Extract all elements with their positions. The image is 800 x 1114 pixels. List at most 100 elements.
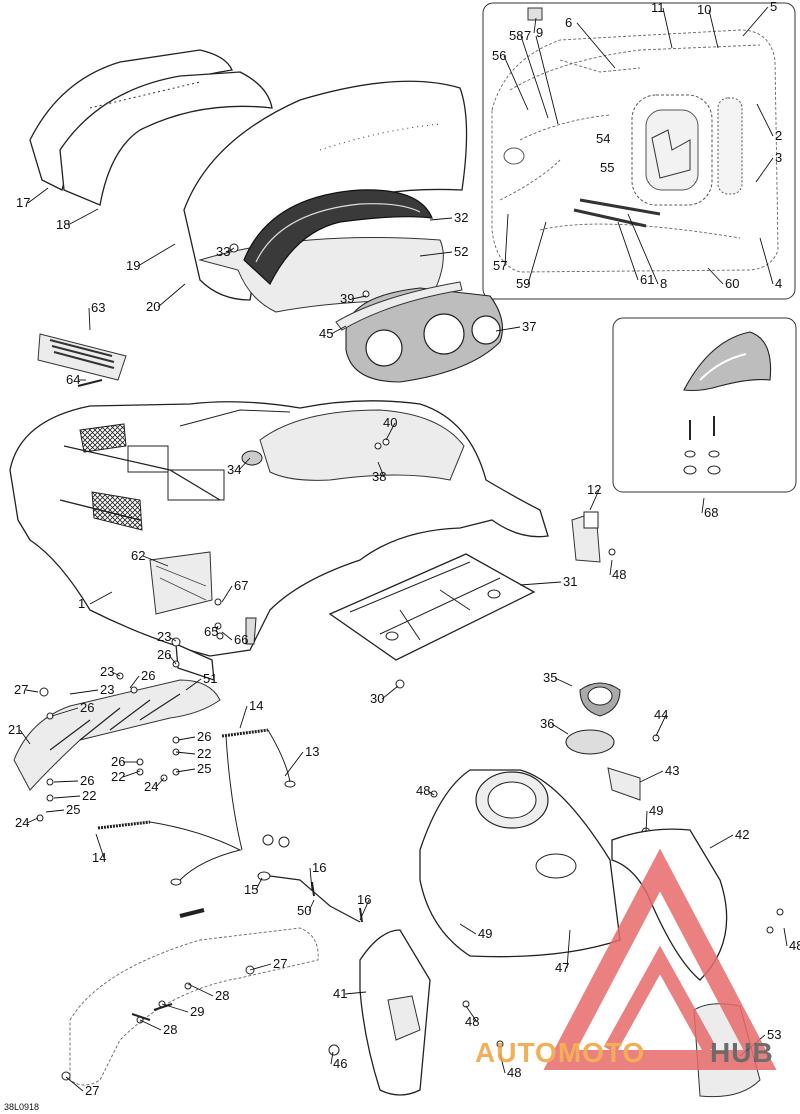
callout-number: 39 (340, 291, 354, 306)
callout-number: 67 (234, 578, 248, 593)
callout-number: 25 (197, 761, 211, 776)
callout-c24b: 24 (15, 815, 39, 830)
callout-number: 16 (357, 892, 371, 907)
callout-c25b: 25 (45, 802, 80, 817)
callout-c22a: 22 (175, 746, 211, 761)
callout-leader-line (249, 963, 272, 971)
callout-leader-line (701, 497, 705, 514)
callout-leader-line (535, 35, 559, 125)
callout-number: 21 (8, 722, 22, 737)
callout-c21: 21 (8, 722, 31, 745)
callout-number: 2 (775, 128, 782, 143)
callout-number: 46 (333, 1056, 347, 1071)
callout-number: 31 (563, 574, 577, 589)
callout-number: 53 (767, 1027, 781, 1042)
callout-number: 22 (111, 769, 125, 784)
callout-c23c: 23 (69, 682, 114, 697)
callout-leader-line (221, 585, 233, 603)
callout-leader-line (755, 157, 774, 183)
callout-number: 54 (596, 131, 610, 146)
callout-number: 36 (540, 716, 554, 731)
callout-number: 14 (92, 850, 106, 865)
callout-c48b: 48 (416, 783, 435, 798)
callout-c26e: 26 (111, 754, 138, 769)
callout-leader-line (589, 489, 600, 511)
callout-leader-line (221, 631, 233, 641)
callout-c36: 36 (540, 716, 569, 735)
callout-number: 42 (735, 827, 749, 842)
callout-leader-line (707, 267, 724, 285)
callout-number: 25 (66, 802, 80, 817)
callout-c27a: 27 (14, 682, 39, 697)
callout-c6: 6 (565, 15, 616, 69)
callout-c29: 29 (161, 1003, 204, 1019)
callout-c27c: 27 (65, 1076, 99, 1098)
callout-leader-line (51, 707, 79, 717)
callout-number: 45 (319, 326, 333, 341)
callout-number: 26 (80, 773, 94, 788)
callout-c5: 5 (742, 0, 777, 37)
callout-number: 66 (234, 632, 248, 647)
callout-c9: 9 (533, 17, 543, 40)
callout-leader-line (503, 55, 529, 111)
callout-c35: 35 (543, 670, 573, 687)
callout-number: 49 (649, 803, 663, 818)
callout-c55: 55 (600, 160, 614, 175)
callout-leader-line (429, 217, 453, 221)
callout-c48d: 48 (465, 1005, 479, 1029)
callout-number: 18 (56, 217, 70, 232)
callout-leader-line (137, 243, 176, 267)
callout-c46: 46 (330, 1051, 347, 1071)
callout-c16b: 16 (357, 892, 371, 921)
callout-leader-line (662, 7, 673, 49)
callout-leader-line (45, 809, 65, 813)
callout-number: 51 (203, 671, 217, 686)
callout-number: 59 (516, 276, 530, 291)
callout-leader-line (308, 899, 315, 912)
callout-c15: 15 (244, 877, 263, 897)
callout-c50: 50 (297, 899, 315, 918)
callout-c39: 39 (340, 291, 367, 306)
watermark-triangle-icon (543, 848, 777, 1070)
callout-c52: 52 (419, 244, 468, 259)
callout-leader-line (377, 461, 385, 478)
callout-leader-line (351, 295, 367, 300)
callout-c67: 67 (221, 578, 248, 603)
callout-leader-line (139, 1019, 162, 1031)
callout-c41: 41 (333, 986, 367, 1001)
rear-bumper-frame (69, 908, 319, 1086)
callout-leader-line (609, 559, 613, 576)
callout-number: 57 (493, 258, 507, 273)
callout-leader-line (53, 795, 81, 799)
callout-c37: 37 (495, 319, 536, 334)
callout-number: 44 (654, 707, 668, 722)
front-body-panel-1 (9, 400, 549, 657)
callout-c32: 32 (429, 210, 468, 225)
callout-leader-line (576, 22, 616, 69)
callout-number: 47 (555, 960, 569, 975)
callout-number: 48 (507, 1065, 521, 1080)
callout-number: 11 (651, 0, 665, 15)
callout-c54: 54 (596, 131, 610, 146)
callout-number: 24 (15, 815, 29, 830)
callout-c16a: 16 (309, 860, 326, 891)
callout-leader-line (359, 899, 370, 921)
callout-leader-line (520, 35, 549, 119)
callout-leader-line (27, 187, 49, 204)
callout-number: 26 (111, 754, 125, 769)
callout-number: 14 (249, 698, 263, 713)
callout-leader-line (527, 221, 547, 285)
callout-number: 35 (543, 670, 557, 685)
callout-c38: 38 (372, 461, 386, 484)
callout-c48a: 48 (609, 559, 626, 582)
callout-c56: 56 (492, 48, 529, 111)
callout-leader-line (554, 677, 573, 687)
callout-c20: 20 (146, 283, 186, 314)
callout-c27b: 27 (249, 956, 287, 971)
callout-number: 27 (85, 1083, 99, 1098)
callout-number: 23 (100, 682, 114, 697)
callout-c34: 34 (227, 457, 251, 477)
callout-c60: 60 (707, 267, 739, 291)
callout-c31: 31 (519, 574, 577, 589)
callout-c49b: 49 (459, 923, 492, 941)
